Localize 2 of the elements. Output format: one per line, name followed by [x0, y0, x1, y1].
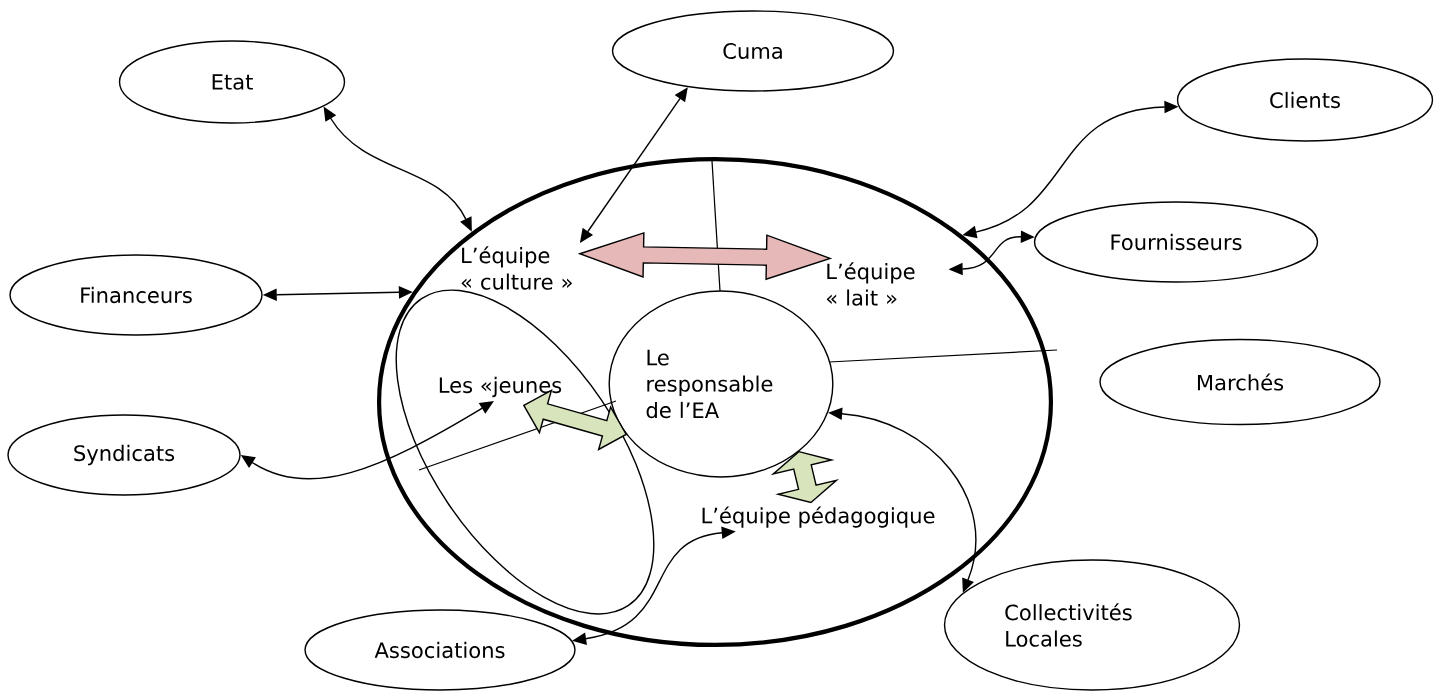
- team-label: L’équipe « culture »: [461, 246, 572, 290]
- team-label: L’équipe pédagogique: [702, 506, 935, 528]
